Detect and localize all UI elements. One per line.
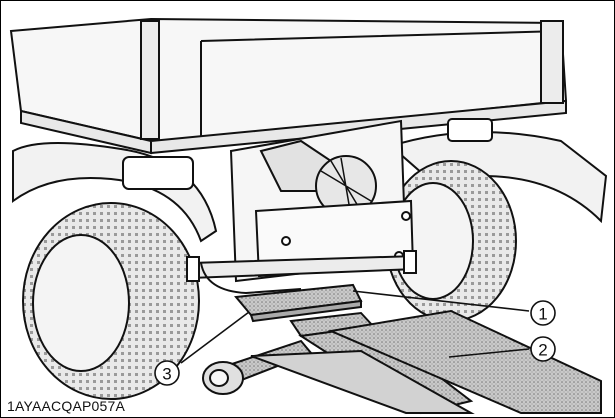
axle-tube <box>186 250 417 295</box>
figure-code: 1AYAACQAP057A <box>7 398 126 414</box>
callout-3-label: 3 <box>162 365 171 384</box>
left-fender <box>12 141 218 243</box>
callout-2-label: 2 <box>538 341 547 360</box>
floor-jack <box>202 309 602 415</box>
leader-line-3 <box>180 311 250 364</box>
leader-lines <box>180 290 530 364</box>
callout-2: 2 <box>530 336 556 362</box>
leader-line-1 <box>352 290 530 312</box>
cargo-bed <box>9 17 568 155</box>
jack-saddle-pad <box>234 283 363 323</box>
callout-1-label: 1 <box>538 305 547 324</box>
callout-1: 1 <box>530 300 556 326</box>
leader-line-2 <box>448 348 530 358</box>
right-fender <box>388 118 608 224</box>
left-tire <box>22 202 200 400</box>
callout-3: 3 <box>154 360 180 386</box>
